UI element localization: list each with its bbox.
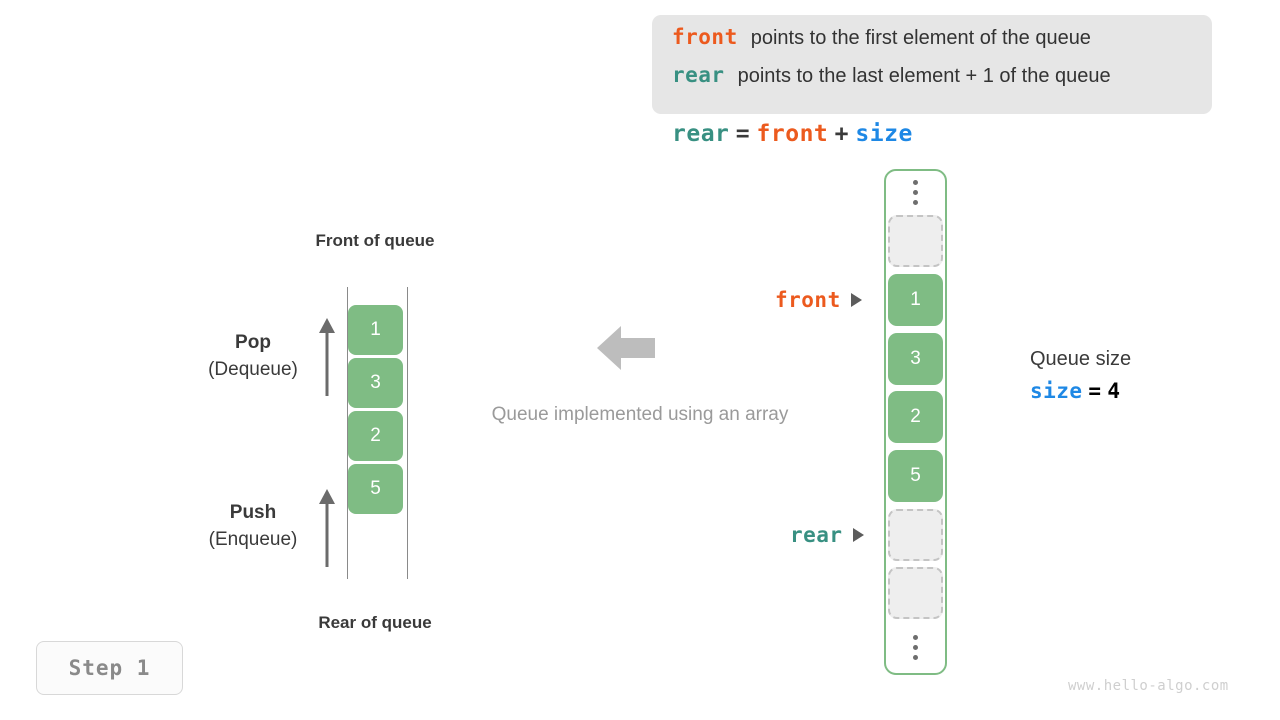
array-slot-filled: 5 [888, 450, 943, 502]
pointer-rear-triangle-icon [852, 528, 864, 542]
legend-keyword-front: front [672, 25, 738, 49]
formula-lhs: rear [672, 121, 730, 147]
queue-size-expression: size = 4 [1030, 374, 1131, 409]
push-up-arrow-icon [319, 489, 335, 567]
operation-pop-name: Pop [235, 332, 271, 353]
formula-rear-equals-front-plus-size: rear = front + size [672, 120, 913, 147]
operation-push-name: Push [229, 502, 277, 523]
queue-rail-right [407, 287, 408, 579]
legend-text-rear: points to the last element + 1 of the qu… [737, 65, 1111, 87]
pointer-rear: rear [790, 523, 864, 547]
operation-push-alt: (Enqueue) [208, 529, 298, 550]
legend-keyword-rear: rear [672, 63, 725, 87]
queue-size-var: size [1030, 379, 1083, 403]
formula-rhs-front: front [756, 121, 829, 147]
pointer-rear-label: rear [790, 523, 843, 547]
array-slot-empty [888, 215, 943, 267]
legend-line-rear: rear points to the last element + 1 of t… [672, 63, 1194, 101]
queue-size-title: Queue size [1030, 348, 1132, 370]
step-badge: Step 1 [36, 641, 183, 695]
array-slot-filled: 1 [888, 274, 943, 326]
array-slot-empty [888, 567, 943, 619]
queue-cell: 5 [348, 464, 403, 514]
operation-push: Push (Enqueue) [163, 500, 343, 554]
array-top-ellipsis-icon [888, 175, 943, 209]
watermark: www.hello-algo.com [1068, 678, 1229, 694]
array-slot-empty [888, 509, 943, 561]
arrow-left-icon [597, 326, 655, 370]
operation-pop: Pop (Dequeue) [163, 330, 343, 384]
array-slot-filled: 2 [888, 391, 943, 443]
queue-cell: 1 [348, 305, 403, 355]
legend-text-front: points to the first element of the queue [750, 27, 1091, 49]
queue-cell: 3 [348, 358, 403, 408]
queue-rail-left [347, 287, 348, 579]
queue-size-value: 4 [1107, 379, 1121, 403]
queue-size-info: Queue size size = 4 [1030, 344, 1131, 409]
pointer-front-label: front [775, 288, 841, 312]
queue-size-equals: = [1088, 379, 1102, 403]
pointer-front-triangle-icon [850, 293, 862, 307]
pointer-front: front [775, 288, 862, 312]
formula-rhs-size: size [855, 121, 913, 147]
array-slot-filled: 3 [888, 333, 943, 385]
operation-pop-alt: (Dequeue) [208, 359, 298, 380]
formula-plus: + [834, 121, 850, 147]
label-front-of-queue: Front of queue [315, 231, 435, 250]
queue-cell: 2 [348, 411, 403, 461]
legend-box: front points to the first element of the… [652, 15, 1212, 114]
caption-queue-implemented-using-array: Queue implemented using an array [491, 404, 789, 425]
pop-up-arrow-icon [319, 318, 335, 396]
legend-line-front: front points to the first element of the… [672, 25, 1194, 63]
array-bottom-ellipsis-icon [888, 630, 943, 664]
array-container [884, 169, 947, 675]
formula-equals: = [735, 121, 751, 147]
label-rear-of-queue: Rear of queue [318, 613, 432, 632]
